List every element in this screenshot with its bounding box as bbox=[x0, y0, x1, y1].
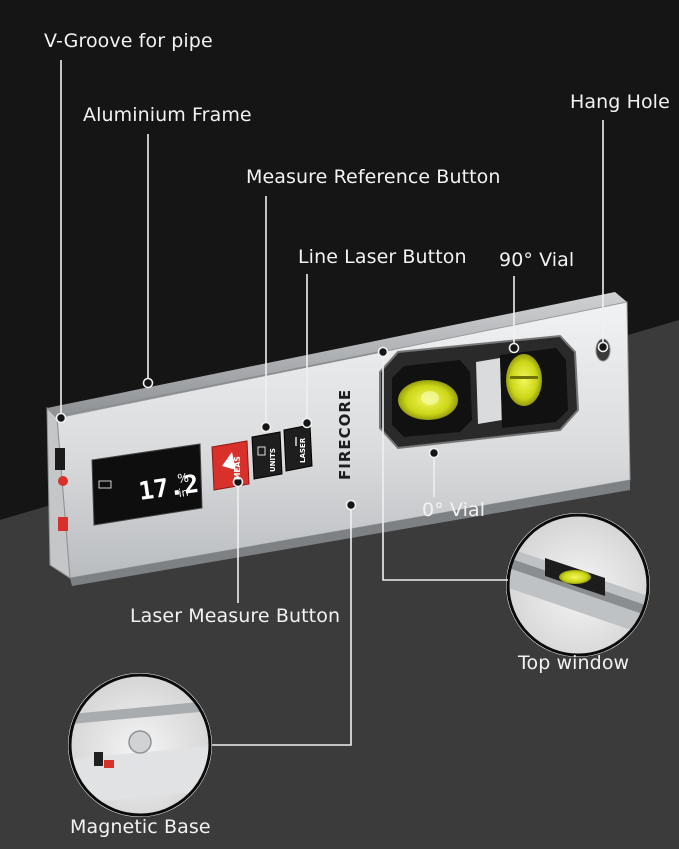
level-tool bbox=[46, 292, 631, 586]
leader-magnetic-base bbox=[212, 505, 352, 746]
meas-triangle-icon bbox=[222, 452, 236, 470]
vial-90-line bbox=[510, 376, 538, 379]
brand-logo: FIRECORE bbox=[336, 389, 354, 480]
laser-aperture-bottom bbox=[58, 517, 68, 531]
callout-hang-hole: Hang Hole bbox=[570, 91, 670, 113]
callout-laser-measure-button: Laser Measure Button bbox=[130, 605, 341, 627]
bottom-edge bbox=[70, 480, 630, 586]
units-button[interactable] bbox=[251, 431, 283, 480]
callout-v-groove: V-Groove for pipe bbox=[44, 30, 213, 52]
leader-lines bbox=[60, 60, 604, 746]
vial-0-bubble bbox=[421, 391, 439, 405]
battery-icon bbox=[98, 480, 112, 489]
callout-vial-90: 90° Vial bbox=[499, 249, 575, 271]
aluminium-frame-top bbox=[47, 292, 627, 418]
units-label: UNITS bbox=[269, 448, 277, 472]
magnetic-base-edge bbox=[70, 700, 210, 725]
units-icon bbox=[257, 446, 266, 456]
lcd-unit-in: in bbox=[178, 486, 190, 500]
vial-90 bbox=[506, 354, 542, 406]
laser-aperture-top bbox=[58, 476, 68, 486]
top-window-vial bbox=[559, 570, 591, 584]
meas-label: MEAS bbox=[233, 456, 242, 480]
top-window-zoom bbox=[506, 513, 650, 657]
leader-dots bbox=[55, 341, 609, 511]
leader-top-window bbox=[382, 352, 508, 581]
magnetic-base-laser bbox=[104, 760, 114, 768]
callout-vial-0: 0° Vial bbox=[422, 499, 486, 521]
laser-button[interactable] bbox=[283, 424, 313, 472]
left-port bbox=[55, 448, 65, 470]
laser-label: LASER bbox=[299, 437, 307, 463]
callout-magnetic-base: Magnetic Base bbox=[70, 816, 211, 838]
magnetic-base-port bbox=[94, 752, 103, 766]
callout-aluminium-frame: Aluminium Frame bbox=[83, 104, 252, 126]
v-groove bbox=[59, 351, 381, 417]
callout-top-window: Top window bbox=[518, 652, 630, 674]
lcd-display bbox=[91, 443, 203, 526]
vial-divider bbox=[476, 358, 502, 424]
lcd-unit-percent: % bbox=[176, 471, 189, 486]
magnet bbox=[128, 730, 152, 754]
callout-measure-reference-button: Measure Reference Button bbox=[246, 166, 501, 188]
callout-line-laser-button: Line Laser Button bbox=[298, 246, 467, 268]
magnetic-base-zoom bbox=[68, 673, 212, 817]
